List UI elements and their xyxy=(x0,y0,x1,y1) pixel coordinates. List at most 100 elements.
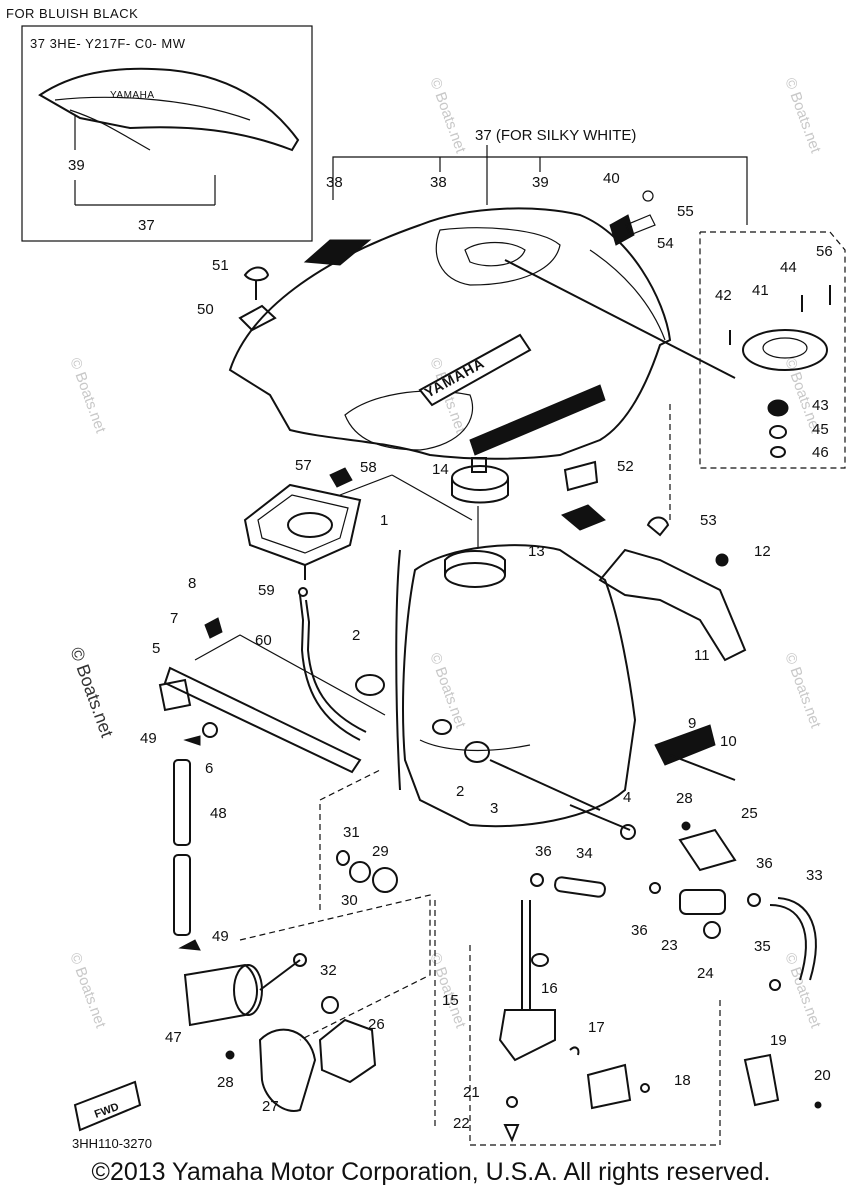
part-24 xyxy=(703,921,721,939)
callout: 32 xyxy=(320,962,337,979)
part-6 xyxy=(202,722,218,738)
fuel-pump-47 xyxy=(183,963,258,1027)
part-43 xyxy=(767,399,789,417)
callout: 35 xyxy=(754,938,771,955)
callout: 43 xyxy=(812,397,829,414)
part-59 xyxy=(298,587,308,597)
watermark-text: © Boats.net xyxy=(781,951,824,1031)
callout: 2 xyxy=(456,783,464,800)
watermark-text: © Boats.net xyxy=(426,951,469,1031)
tank-stripe-38 xyxy=(303,239,372,266)
cap-assembly-box xyxy=(699,231,846,469)
part-53 xyxy=(646,516,670,537)
callout: 56 xyxy=(816,243,833,260)
callout: 15 xyxy=(442,992,459,1009)
tank-logo-plate xyxy=(418,333,532,407)
callout: 6 xyxy=(205,760,213,777)
part-46 xyxy=(770,446,786,458)
callout: 18 xyxy=(674,1072,691,1089)
callout: 29 xyxy=(372,843,389,860)
fwd-arrow: FWD xyxy=(73,1080,142,1132)
part-52 xyxy=(563,460,599,492)
callout: 27 xyxy=(262,1098,279,1115)
callout: 16 xyxy=(541,980,558,997)
hose-48 xyxy=(173,759,191,936)
part-5 xyxy=(158,678,192,712)
callout: 28 xyxy=(676,790,693,807)
callout: 36 xyxy=(756,855,773,872)
part-18-plate xyxy=(586,1063,632,1110)
silky-white-bracket: 37 (FOR SILKY WHITE) xyxy=(332,127,748,225)
callout: 22 xyxy=(453,1115,470,1132)
callout: 57 xyxy=(295,457,312,474)
inset-frame xyxy=(21,25,313,242)
watermark-text: © Boats.net xyxy=(426,76,469,156)
fuel-cap-ring-41 xyxy=(742,329,828,371)
inset-callout-37: 37 xyxy=(138,217,155,234)
left-bracket xyxy=(158,617,386,774)
callout: 8 xyxy=(188,575,196,592)
inset-side-panel xyxy=(38,67,300,152)
callout: 12 xyxy=(754,543,771,560)
top-small-parts xyxy=(238,190,656,332)
callout: 21 xyxy=(463,1084,480,1101)
parts-17-20 xyxy=(569,1000,822,1145)
callouts: 38 38 39 40 55 54 56 44 42 41 43 45 46 5… xyxy=(140,170,833,1132)
diagram-code: 3HH110-3270 xyxy=(72,1136,152,1151)
part-25 xyxy=(678,828,737,872)
watermark-dark: © Boats.net xyxy=(66,645,117,740)
part-17 xyxy=(569,1046,580,1056)
fuel-pump-area xyxy=(178,894,431,1112)
callout: 53 xyxy=(700,512,717,529)
callout: 7 xyxy=(170,610,178,627)
part-4 xyxy=(620,824,636,840)
callout: 49 xyxy=(140,730,157,747)
callout: 36 xyxy=(631,922,648,939)
copyright-notice: ©2013 Yamaha Motor Corporation, U.S.A. A… xyxy=(91,1158,771,1186)
callout: 46 xyxy=(812,444,829,461)
svg-text:YAMAHA: YAMAHA xyxy=(110,90,155,101)
inset-callout-39: 39 xyxy=(68,157,85,174)
filler-cap-14 xyxy=(451,457,509,548)
inner-tank-1 xyxy=(395,544,637,828)
fuel-cock-15 xyxy=(469,900,720,1146)
callout: 54 xyxy=(657,235,674,252)
watermark-text: © Boats.net xyxy=(66,356,109,436)
part-50 xyxy=(238,304,277,332)
part-40 xyxy=(609,214,635,246)
grommets-2 xyxy=(355,674,490,763)
clamp-36-b xyxy=(649,882,661,894)
callout: 2 xyxy=(352,627,360,644)
screw-28-upper xyxy=(681,821,691,831)
clip-49-upper xyxy=(183,735,201,746)
callout: 30 xyxy=(341,892,358,909)
callout: 38 xyxy=(326,174,343,191)
bracket-27 xyxy=(258,1028,317,1112)
callout: 11 xyxy=(694,647,710,664)
callout: 9 xyxy=(688,715,696,732)
callout: 47 xyxy=(165,1029,182,1046)
right-mount-parts xyxy=(561,400,747,662)
damper-26 xyxy=(318,1018,377,1084)
part-21 xyxy=(506,1096,518,1108)
callout: 3 xyxy=(490,800,498,817)
callout: 13 xyxy=(528,543,545,560)
clamp-36-c xyxy=(747,893,761,907)
callout: 42 xyxy=(715,287,732,304)
callout: 20 xyxy=(814,1067,831,1084)
callout: 5 xyxy=(152,640,160,657)
fuel-filter-area xyxy=(434,821,817,1130)
bracket-11 xyxy=(598,548,747,662)
fuel-filter-23 xyxy=(679,889,726,915)
part-8 xyxy=(204,617,223,639)
tank-stripe-lower xyxy=(469,384,606,456)
callout: 60 xyxy=(255,632,272,649)
callout: 14 xyxy=(432,461,449,478)
hose-34 xyxy=(554,876,606,898)
callout: 17 xyxy=(588,1019,605,1036)
part-51 xyxy=(243,266,270,282)
inset-title-bg xyxy=(4,4,209,24)
hose-60 xyxy=(298,587,367,741)
callout: 48 xyxy=(210,805,227,822)
